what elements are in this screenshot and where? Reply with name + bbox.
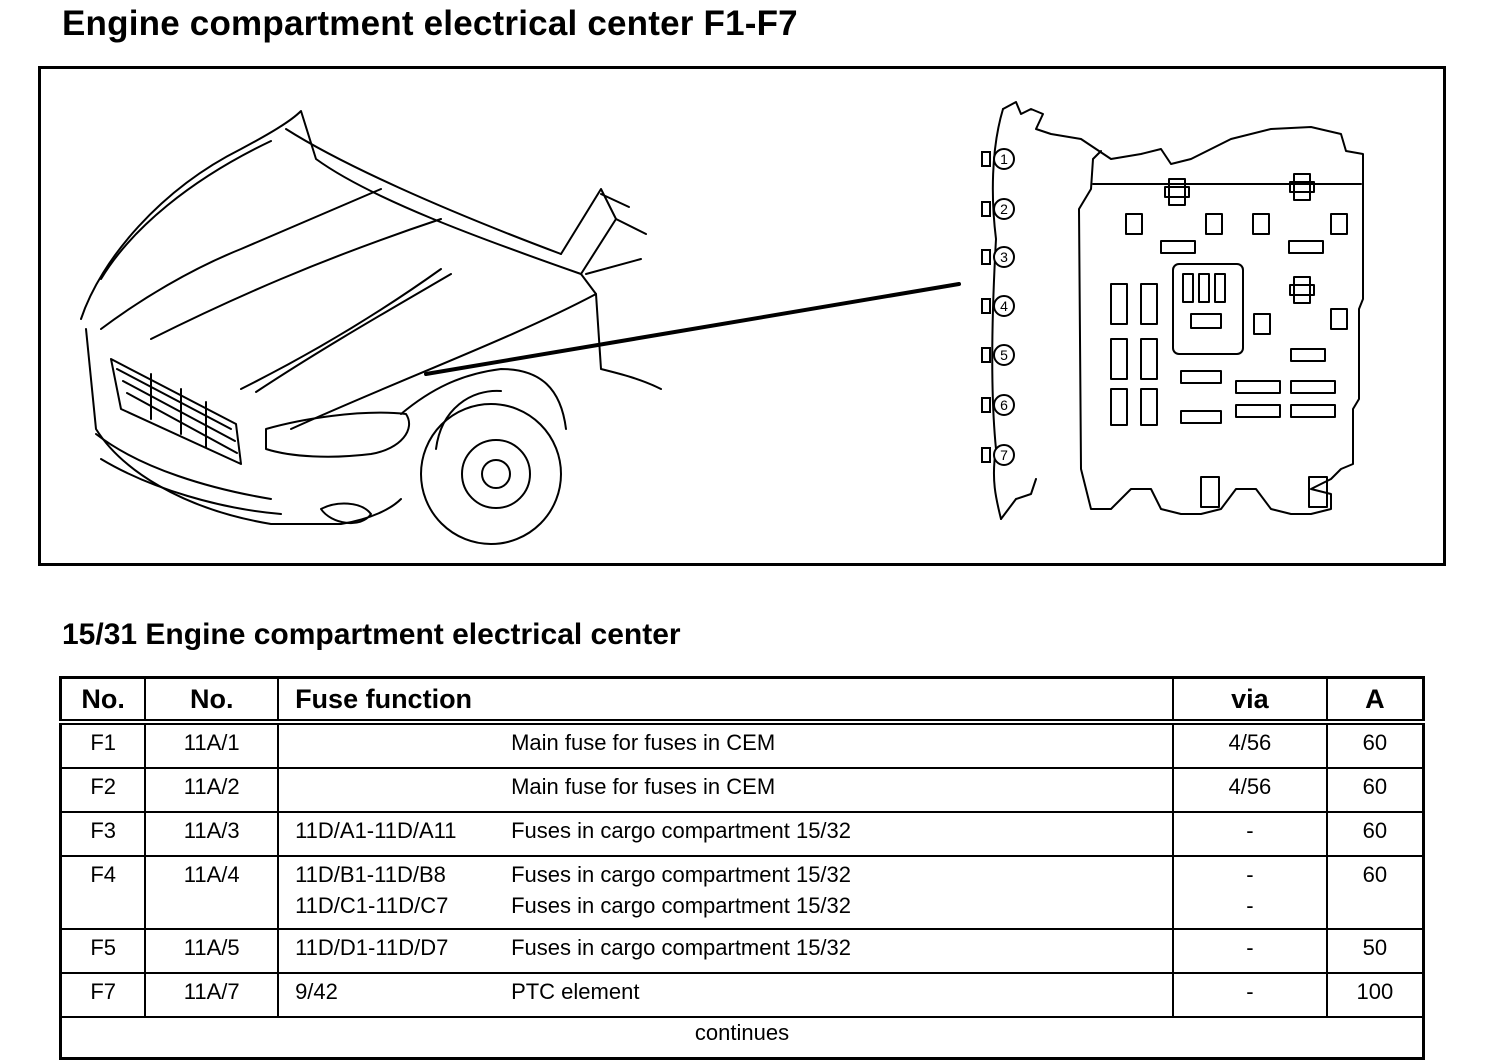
cell-fuse-no: F5 — [59, 928, 147, 973]
connector-label-3: 3 — [1000, 249, 1008, 265]
header-no: No. — [59, 676, 147, 725]
function-description: Fuses in cargo compartment 15/32 — [511, 818, 852, 843]
cell-fuse-function: Main fuse for fuses in CEM — [277, 721, 1175, 768]
car-wheel — [420, 403, 562, 545]
cell-via: - — [1172, 811, 1328, 856]
function-line: Main fuse for fuses in CEM — [295, 774, 1172, 805]
cell-amperage: 60 — [1325, 811, 1425, 856]
continues-text: continues — [59, 1016, 1425, 1060]
section-title: 15/31 Engine compartment electrical cent… — [62, 618, 681, 651]
cell-connector-no: 11A/7 — [144, 972, 280, 1017]
cell-connector-no: 11A/5 — [144, 928, 280, 973]
function-description: Fuses in cargo compartment 15/32 — [511, 862, 852, 887]
cell-connector-no: 11A/4 — [144, 855, 280, 929]
connector-marker-5: 5 — [981, 344, 1015, 366]
figure-frame: 1 2 3 4 5 6 7 — [38, 66, 1446, 566]
car-headlight — [265, 411, 411, 458]
cell-fuse-no: F2 — [59, 767, 147, 812]
cell-amperage: 60 — [1325, 721, 1425, 768]
cell-via: -- — [1172, 855, 1328, 929]
function-line: 11D/D1-11D/D7 Fuses in cargo compartment … — [295, 935, 1172, 966]
connector-marker-1: 1 — [981, 148, 1015, 170]
header-fuse-function: Fuse function — [277, 676, 1175, 725]
via-value: - — [1246, 818, 1254, 843]
cell-amperage: 60 — [1325, 855, 1425, 929]
connector-marker-4: 4 — [981, 295, 1015, 317]
header-amps: A — [1325, 676, 1425, 725]
function-reference: 11D/B1-11D/B8 — [295, 862, 446, 887]
cell-fuse-no: F4 — [59, 855, 147, 929]
cell-amperage: 100 — [1325, 972, 1425, 1017]
function-description: Main fuse for fuses in CEM — [511, 730, 776, 755]
via-value: 4/56 — [1228, 730, 1272, 755]
cell-fuse-no: F1 — [59, 721, 147, 768]
function-reference — [295, 774, 511, 805]
header-no-2: No. — [144, 676, 280, 725]
cell-fuse-function: 9/42 PTC element — [277, 972, 1175, 1017]
page-title: Engine compartment electrical center F1-… — [62, 4, 798, 43]
fuse-box-illustration: 1 2 3 4 5 6 7 — [80, 101, 1364, 545]
function-line: 11D/A1-11D/A11 Fuses in cargo compartment… — [295, 818, 1172, 849]
function-reference: 11D/A1-11D/A11 — [295, 818, 457, 843]
via-value: - — [1246, 893, 1254, 918]
cell-connector-no: 11A/2 — [144, 767, 280, 812]
function-line: 9/42 PTC element — [295, 979, 1172, 1010]
connector-label-2: 2 — [1000, 201, 1008, 217]
cell-fuse-function: 11D/D1-11D/D7 Fuses in cargo compartment … — [277, 928, 1175, 973]
function-description: Main fuse for fuses in CEM — [511, 774, 776, 799]
function-description: Fuses in cargo compartment 15/32 — [511, 935, 852, 960]
connector-label-6: 6 — [1000, 397, 1008, 413]
connector-label-4: 4 — [1000, 298, 1008, 314]
connector-marker-2: 2 — [981, 198, 1015, 220]
cell-connector-no: 11A/3 — [144, 811, 280, 856]
connector-label-1: 1 — [1000, 151, 1008, 167]
function-reference — [295, 730, 511, 761]
cell-via: 4/56 — [1172, 721, 1328, 768]
function-line: 11D/C1-11D/C7 Fuses in cargo compartment … — [295, 893, 1172, 924]
cell-via: 4/56 — [1172, 767, 1328, 812]
function-line: 11D/B1-11D/B8 Fuses in cargo compartment … — [295, 862, 1172, 893]
table-footer-row: continues — [59, 1016, 1425, 1060]
cell-fuse-no: F7 — [59, 972, 147, 1017]
function-reference: 9/42 — [295, 979, 338, 1004]
via-value: - — [1246, 979, 1254, 1004]
connector-marker-3: 3 — [981, 246, 1015, 268]
function-reference: 11D/C1-11D/C7 — [295, 893, 449, 918]
cell-amperage: 50 — [1325, 928, 1425, 973]
cell-via: - — [1172, 972, 1328, 1017]
via-value: 4/56 — [1228, 774, 1272, 799]
leader-line — [424, 282, 961, 376]
connector-marker-7: 7 — [981, 444, 1015, 466]
fuse-box-outline — [1002, 101, 1364, 515]
cell-via: - — [1172, 928, 1328, 973]
header-via: via — [1172, 676, 1328, 725]
function-line: Main fuse for fuses in CEM — [295, 730, 1172, 761]
connector-marker-6: 6 — [981, 394, 1015, 416]
cell-fuse-no: F3 — [59, 811, 147, 856]
connector-label-5: 5 — [1000, 347, 1008, 363]
cell-amperage: 60 — [1325, 767, 1425, 812]
function-description: Fuses in cargo compartment 15/32 — [511, 893, 852, 918]
via-value: - — [1246, 862, 1254, 887]
cell-fuse-function: Main fuse for fuses in CEM — [277, 767, 1175, 812]
function-description: PTC element — [511, 979, 640, 1004]
connector-label-7: 7 — [1000, 447, 1008, 463]
table-header-row: No. No. Fuse function via A — [59, 676, 1425, 725]
cell-fuse-function: 11D/A1-11D/A11 Fuses in cargo compartment… — [277, 811, 1175, 856]
cell-connector-no: 11A/1 — [144, 721, 280, 768]
car-grille — [110, 358, 242, 465]
function-reference: 11D/D1-11D/D7 — [295, 935, 449, 960]
via-value: - — [1246, 935, 1254, 960]
